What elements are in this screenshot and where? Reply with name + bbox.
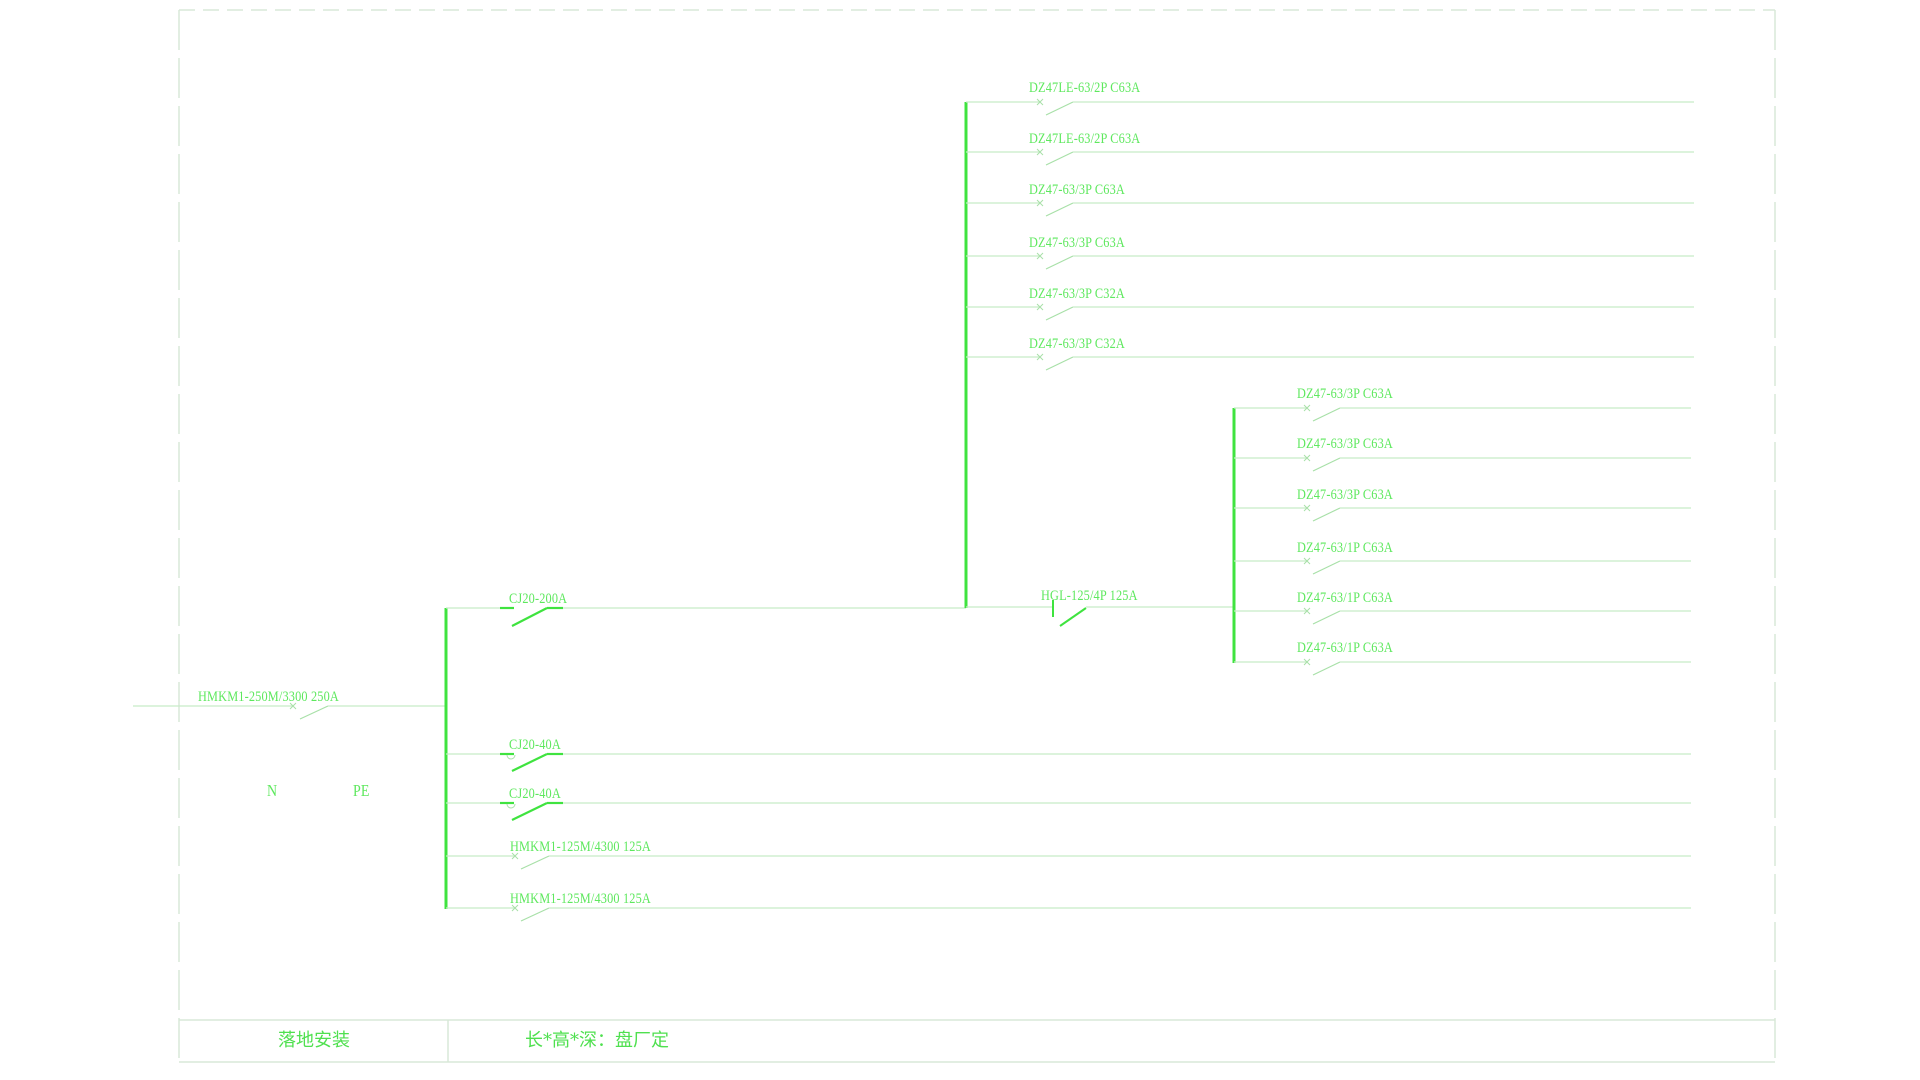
- upper-branch-label: DZ47LE-63/2P C63A: [1029, 80, 1141, 96]
- upper-branches: [966, 98, 1694, 371]
- main-branch-label: CJ20-200A: [509, 591, 568, 607]
- installation-note: 落地安装: [278, 1030, 350, 1051]
- main-branch-label: HMKM1-125M/4300 125A: [510, 839, 651, 855]
- breaker-blade-icon: [299, 705, 329, 720]
- isolator-blade-icon: [1059, 607, 1087, 627]
- right-branch-label: DZ47-63/3P C63A: [1297, 436, 1393, 452]
- isolator-label: HGL-125/4P 125A: [1041, 588, 1138, 604]
- contactor-blade-icon: [511, 607, 548, 627]
- upper-branch-label: DZ47-63/3P C32A: [1029, 336, 1125, 352]
- incoming-feeder: [133, 702, 446, 720]
- main-branch-0: [446, 606, 966, 627]
- main-branch-label: CJ20-40A: [509, 786, 561, 802]
- isolator-switch: [966, 600, 1234, 627]
- main-branch-3: [446, 852, 1691, 870]
- main-branch-label: CJ20-40A: [509, 737, 561, 753]
- pe-label: PE: [353, 781, 370, 800]
- dimensions-note: 长*高*深：盘厂定: [525, 1030, 669, 1051]
- main-branch-4: [446, 904, 1691, 922]
- right-branch-label: DZ47-63/3P C63A: [1297, 386, 1393, 402]
- main-branch-label: HMKM1-125M/4300 125A: [510, 891, 651, 907]
- drawing-frame: [178, 9, 1776, 1063]
- upper-branch-label: DZ47LE-63/2P C63A: [1029, 131, 1141, 147]
- contactor-blade-icon: [511, 753, 548, 772]
- upper-branch-label: DZ47-63/3P C63A: [1029, 182, 1125, 198]
- main-branch-2: [446, 801, 1691, 821]
- neutral-label: N: [267, 781, 278, 800]
- main-branch-1: [446, 752, 1691, 772]
- right-branch-label: DZ47-63/1P C63A: [1297, 640, 1393, 656]
- right-branch-label: DZ47-63/1P C63A: [1297, 590, 1393, 606]
- right-branches: [1234, 404, 1691, 676]
- main-breaker-label: HMKM1-250M/3300 250A: [198, 689, 339, 705]
- breaker-x-icon: [289, 702, 297, 710]
- upper-branch-label: DZ47-63/3P C63A: [1029, 235, 1125, 251]
- upper-branch-label: DZ47-63/3P C32A: [1029, 286, 1125, 302]
- right-branch-label: DZ47-63/3P C63A: [1297, 487, 1393, 503]
- contactor-blade-icon: [511, 802, 548, 821]
- right-branch-label: DZ47-63/1P C63A: [1297, 540, 1393, 556]
